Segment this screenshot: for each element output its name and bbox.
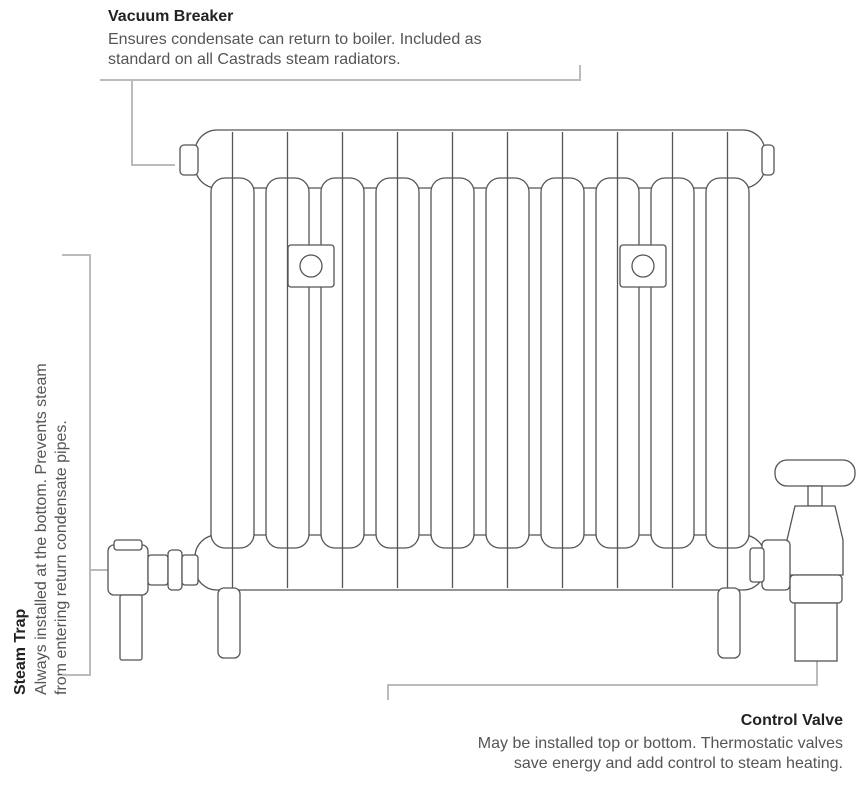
- wall-bracket-right: [619, 244, 667, 288]
- control-valve-callout: Control Valve May be installed top or bo…: [478, 712, 843, 774]
- foot-right: [717, 587, 741, 659]
- vacuum-breaker-fitting: [179, 144, 775, 176]
- control-valve-title: Control Valve: [740, 712, 843, 729]
- control-valve-fitting: [749, 459, 856, 662]
- vacuum-breaker-leader: [100, 65, 581, 81]
- vacuum-breaker-line-2: standard on all Castrads steam radiators…: [108, 51, 401, 68]
- foot-left: [217, 587, 241, 659]
- steam-trap-leader: [62, 254, 91, 676]
- control-valve-leader: [387, 660, 818, 700]
- control-valve-line-1: May be installed top or bottom. Thermost…: [477, 735, 843, 752]
- radiator-columns: [210, 132, 750, 588]
- vacuum-breaker-callout: Vacuum Breaker Ensures condensate can re…: [108, 8, 482, 70]
- callout-lines: [62, 65, 818, 700]
- vacuum-breaker-line-1: Ensures condensate can return to boiler.…: [108, 31, 482, 48]
- control-valve-line-2: save energy and add control to steam hea…: [513, 755, 843, 772]
- radiator-body: [179, 129, 775, 659]
- vacuum-breaker-pointer: [131, 80, 175, 166]
- wall-bracket-left: [287, 244, 335, 288]
- vacuum-breaker-title: Vacuum Breaker: [108, 8, 234, 25]
- steam-trap-fitting: [107, 539, 199, 661]
